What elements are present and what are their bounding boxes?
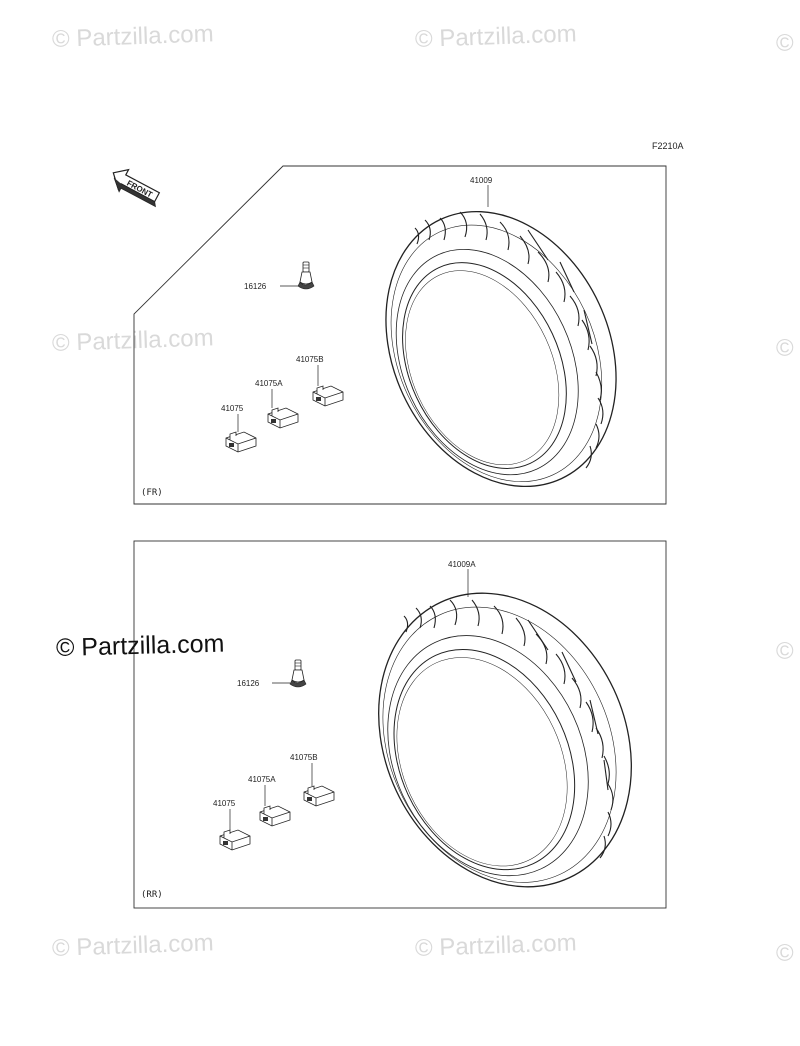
rear-balance-weight <box>219 829 251 851</box>
rear-balance-weight <box>303 785 335 807</box>
front-tire <box>385 210 617 488</box>
front-valve-stem <box>297 261 315 290</box>
front-arrow-icon: FRONT <box>112 168 161 208</box>
front-valve-part-number: 16126 <box>244 282 267 291</box>
rear-weight-part-number: 41075A <box>248 775 276 784</box>
front-weight-part-number: 41075 <box>221 404 244 413</box>
front-balance-weight <box>267 407 299 429</box>
rear-valve-stem <box>289 659 307 688</box>
front-weight-part-number: 41075B <box>296 355 324 364</box>
rear-tire <box>378 592 632 888</box>
front-section-label: (FR) <box>141 488 163 498</box>
rear-balance-weight <box>259 805 291 827</box>
diagram-code: F2210A <box>652 141 684 151</box>
rear-weight-part-number: 41075 <box>213 799 236 808</box>
front-balance-weight <box>225 431 257 453</box>
watermark-prominent: © Partzilla.com <box>55 629 225 662</box>
rear-section-label: (RR) <box>141 890 163 900</box>
front-balance-weight <box>312 385 344 407</box>
front-tire-part-number: 41009 <box>470 176 493 185</box>
front-panel-frame <box>133 165 667 505</box>
rear-valve-part-number: 16126 <box>237 679 260 688</box>
rear-tire-part-number: 41009A <box>448 560 476 569</box>
front-weight-part-number: 41075A <box>255 379 283 388</box>
rear-weight-part-number: 41075B <box>290 753 318 762</box>
rear-panel-frame <box>133 540 667 909</box>
